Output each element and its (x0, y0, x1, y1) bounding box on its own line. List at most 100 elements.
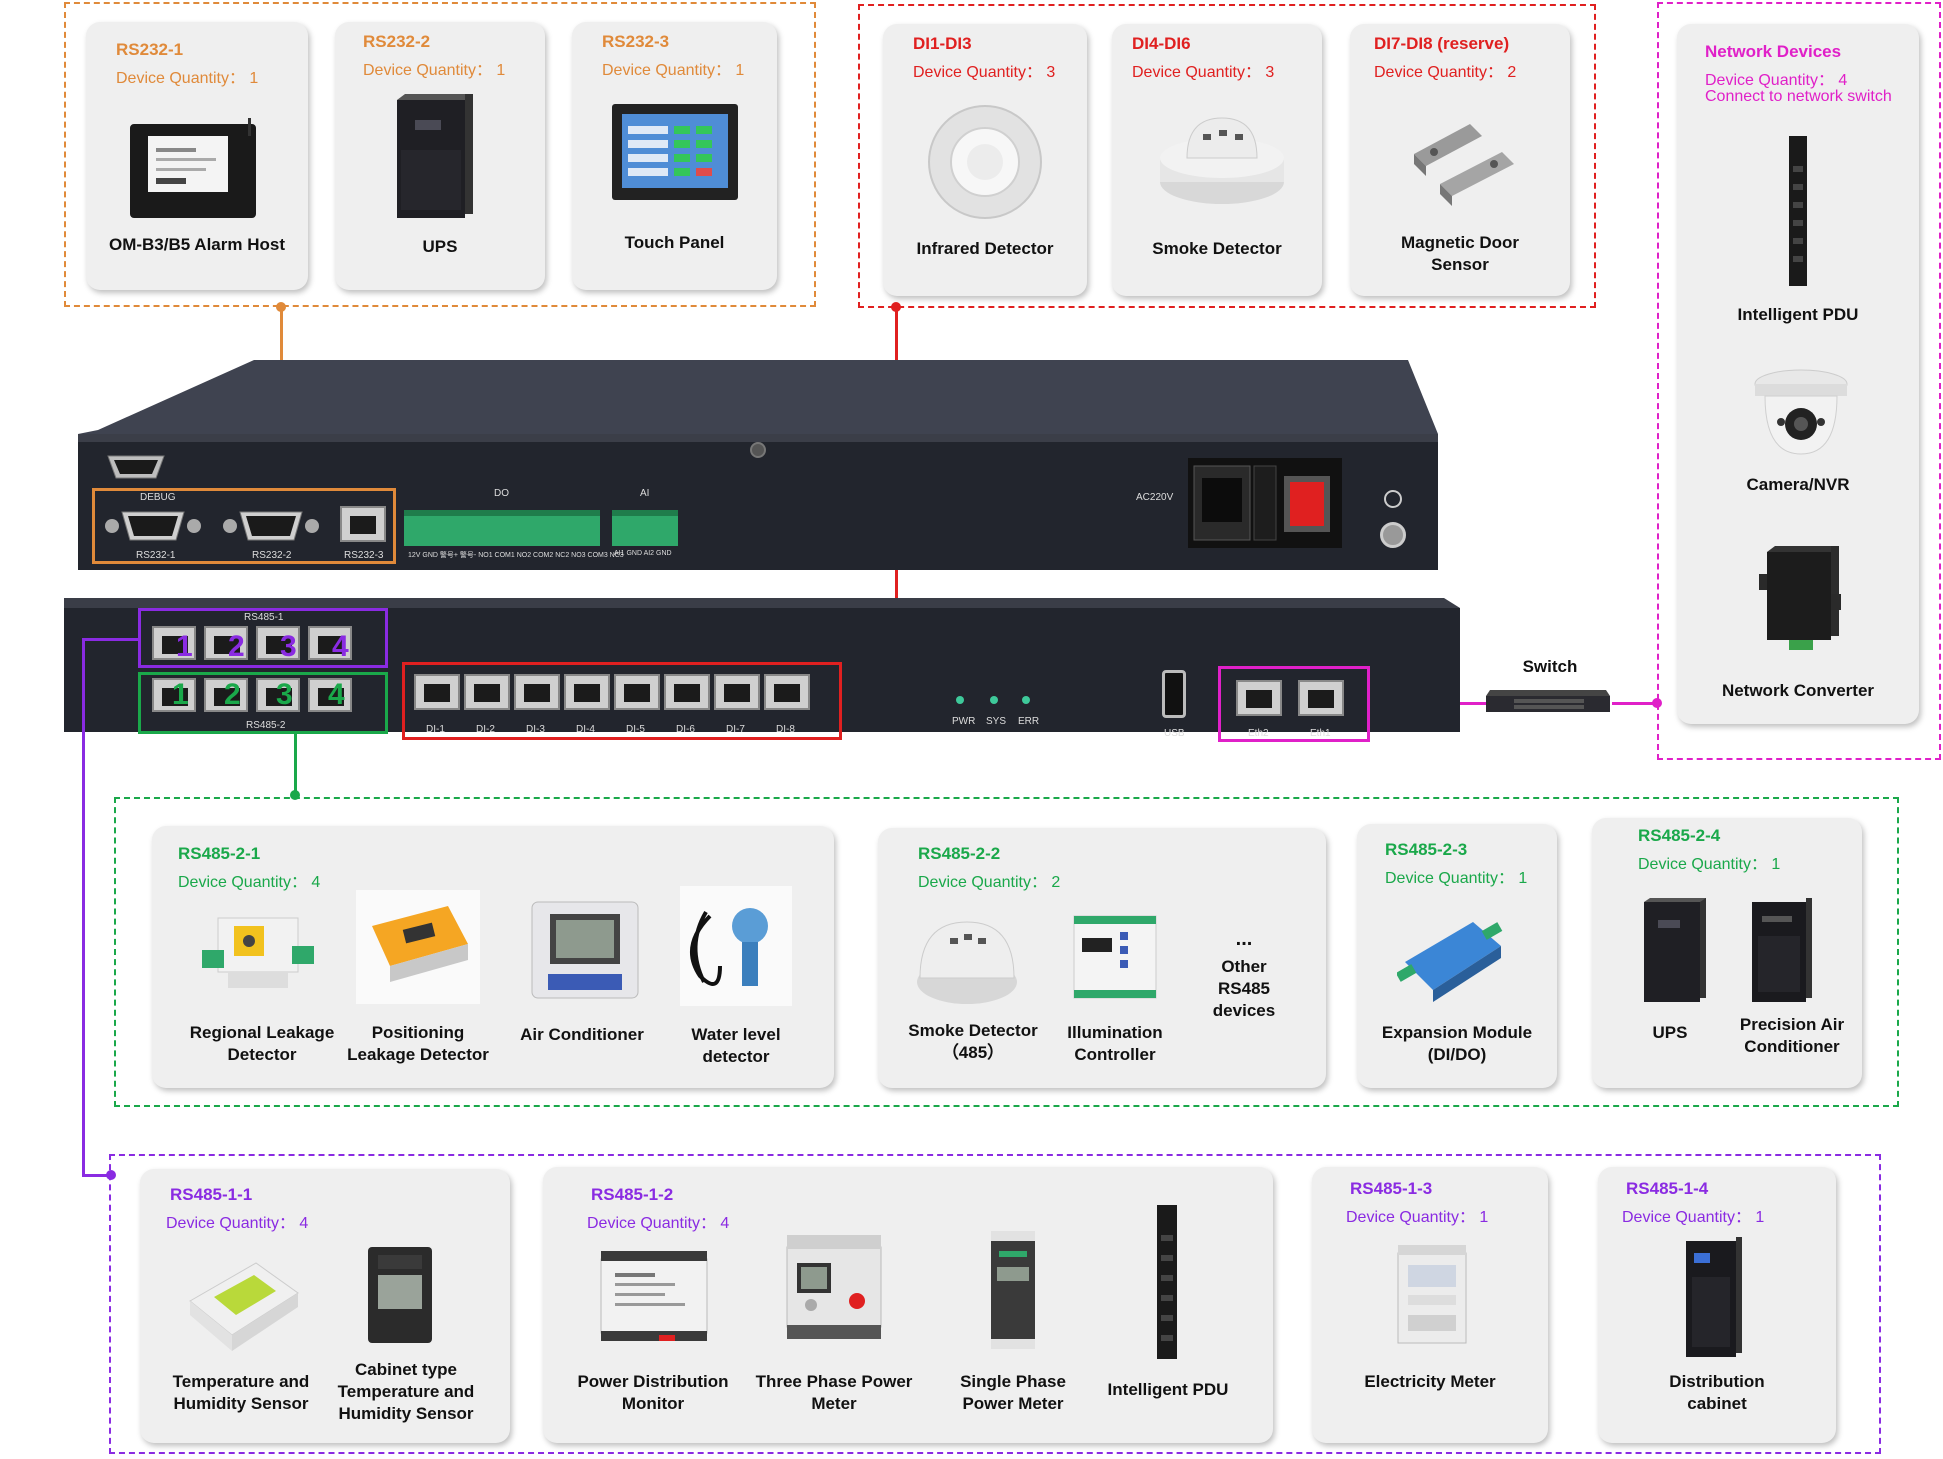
rs232-1-label: RS232-1 (136, 550, 176, 561)
rs232-1-card: RS232-1 Device Quantity： 1 OM-B3/B5 Alar… (86, 22, 308, 290)
device-label: Touch Panel (624, 233, 725, 252)
smoke-detector-485-icon (917, 921, 1017, 1004)
rs232-group (64, 2, 816, 307)
di-port-3 (514, 674, 560, 710)
device-label: UPS (1652, 1023, 1688, 1042)
rs485-1-group (109, 1154, 1881, 1454)
card-title: RS485-1-1 (170, 1185, 253, 1204)
pwr-led (956, 696, 964, 704)
device-label: Magnetic Door Sensor (1400, 233, 1520, 274)
card-title: RS485-2-4 (1638, 826, 1721, 845)
card-qty: Device Quantity： 4 (1705, 72, 1848, 89)
card-title: RS232-2 (363, 32, 431, 51)
card-qty: Device Quantity： 4 (587, 1215, 730, 1232)
device-label: Power Distribution Monitor (577, 1372, 729, 1413)
card-qty: Device Quantity： 1 (1346, 1209, 1489, 1226)
illumination-controller-icon (1073, 915, 1157, 999)
card-qty: Device Quantity： 1 (1622, 1209, 1765, 1226)
rs485-1-port-4 (308, 626, 352, 660)
rs485-2-port-box (138, 672, 388, 734)
db9-port-top (107, 455, 165, 479)
rs232-2-card: RS232-2 Device Quantity： 1 UPS (335, 22, 545, 290)
three-phase-meter-icon (786, 1235, 882, 1339)
device-label: Water level detector (691, 1025, 781, 1066)
electricity-meter-icon (1397, 1245, 1467, 1344)
device-label: OM-B3/B5 Alarm Host (108, 235, 285, 254)
ai-terminal-block (612, 510, 678, 546)
rs485-1-num-2: 2 (228, 630, 245, 663)
single-phase-meter-icon (991, 1231, 1035, 1349)
ai-label: AI (640, 488, 650, 499)
di-port-2 (464, 674, 510, 710)
di-port-label-3: DI-3 (526, 724, 545, 735)
rs232-3-card: RS232-3 Device Quantity： 1 Touch Panel (572, 22, 777, 290)
rs485-1-num-1: 1 (176, 630, 193, 663)
rs485-2-port-1 (152, 678, 196, 712)
device-label: Regional Leakage Detector (189, 1023, 335, 1064)
network-converter-icon (1759, 546, 1841, 650)
purple-wire-vertical (82, 638, 85, 1176)
pdu-icon (1157, 1205, 1177, 1359)
rs232-2-port (223, 511, 319, 541)
do-label: DO (494, 488, 509, 499)
device-label: Cabinet type Temperature and Humidity Se… (337, 1360, 475, 1423)
rs485-1-label: RS485-1 (244, 612, 284, 623)
do-terminal-block (404, 510, 600, 546)
ups-icon (1644, 898, 1706, 1002)
di-port-1 (414, 674, 460, 710)
device-label: Smoke Detector (1152, 239, 1282, 258)
red-wire-dot (891, 302, 901, 312)
card-title: DI7-DI8 (reserve) (1374, 34, 1510, 53)
rs485-2-label: RS485-2 (246, 720, 286, 731)
err-label: ERR (1018, 716, 1040, 727)
air-conditioner-icon (531, 901, 639, 999)
rs232-port-box (92, 488, 396, 564)
rs485-2-3-card: RS485-2-3 Device Quantity： 1 Expansion M… (1357, 824, 1557, 1088)
magenta-wire-dot (1652, 698, 1662, 708)
positioning-leakage-icon (356, 890, 480, 1004)
card-title: RS485-1-2 (591, 1185, 674, 1204)
rs232-1-port (105, 511, 201, 541)
rs485-1-num-3: 3 (280, 630, 297, 663)
rs232-2-label: RS232-2 (252, 550, 292, 561)
di-port-6 (664, 674, 710, 710)
device-label: Smoke Detector （485） (908, 1021, 1038, 1062)
expansion-module-icon (1397, 922, 1503, 1002)
camera-icon (1754, 369, 1848, 455)
card-qty: Device Quantity： 4 (166, 1215, 309, 1232)
card-qty: Device Quantity： 1 (1638, 856, 1781, 873)
eth1-port (1298, 680, 1344, 716)
card-qty: Device Quantity： 4 (178, 874, 321, 891)
rs485-2-num-2: 2 (224, 678, 241, 711)
device-label: Three Phase Power Meter (755, 1372, 913, 1413)
temp-humidity-icon (189, 1262, 299, 1351)
card-title: Network Devices (1705, 42, 1842, 61)
rs485-2-port-2 (204, 678, 248, 712)
eth1-label: Eth1 (1310, 728, 1331, 739)
green-wire-dot (290, 790, 300, 800)
rs485-2-group (114, 797, 1899, 1107)
rs485-1-4-card: RS485-1-4 Device Quantity： 1 Distributio… (1598, 1167, 1836, 1443)
device-label: Illumination Controller (1067, 1023, 1163, 1064)
di-port-label-7: DI-7 (726, 724, 745, 735)
do-pin-labels: 12V GND 警号+ 警号- NO1 COM1 NO2 COM2 NC2 NO… (408, 552, 624, 559)
magenta-wire-right (1612, 702, 1657, 705)
card-title: DI1-DI3 (913, 34, 972, 53)
di-port-4 (564, 674, 610, 710)
card-qty: Device Quantity： 1 (602, 62, 745, 79)
switch-label: Switch (1522, 657, 1578, 676)
card-title: RS232-3 (602, 32, 670, 51)
rs232-3-port (340, 506, 386, 542)
cabinet-temp-humidity-icon (368, 1247, 432, 1343)
rs485-2-num-1: 1 (172, 678, 189, 711)
card-qty: Device Quantity： 2 (1374, 64, 1517, 81)
eth2-label: Eth2 (1248, 728, 1269, 739)
di-port-label-6: DI-6 (676, 724, 695, 735)
di-port-label-8: DI-8 (776, 724, 795, 735)
sys-led (990, 696, 998, 704)
alarm-host-icon (130, 118, 256, 218)
di-port-7 (714, 674, 760, 710)
device-label: Other RS485 devices (1212, 957, 1276, 1020)
purple-wire-horizontal-top (82, 638, 140, 641)
device-label: Distribution cabinet (1669, 1372, 1765, 1413)
